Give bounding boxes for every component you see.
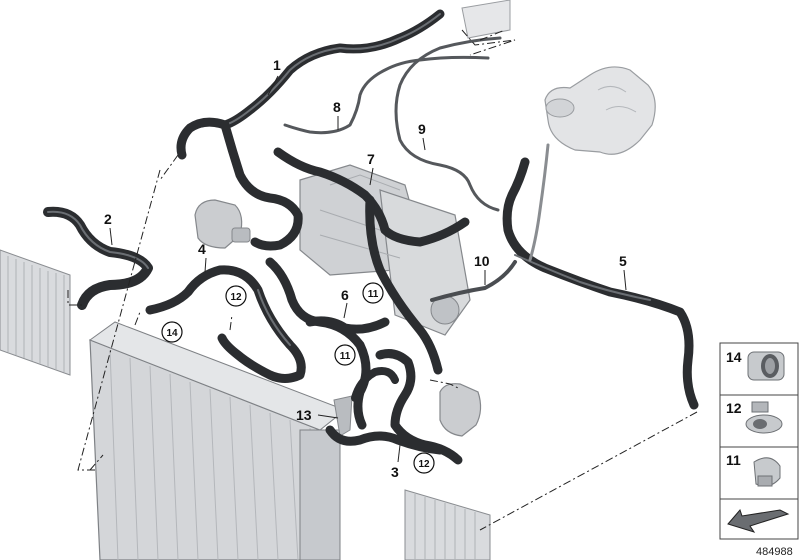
callout-3: 3 [391,464,399,480]
expansion-tank-upper [461,0,511,39]
hose-clamp-icon [753,457,781,487]
hose-6 [305,316,390,334]
circled-callout-11-lower: 11 [334,344,356,366]
callout-8: 8 [333,99,341,115]
callout-9: 9 [418,121,426,137]
callout-10: 10 [474,253,490,269]
circled-callout-14: 14 [161,321,183,343]
expansion-tank-main [544,66,656,155]
legend-label-14: 14 [726,349,742,365]
document-number: 484988 [756,546,793,558]
line-8 [283,55,490,135]
circled-callout-12-bottom: 12 [413,452,435,474]
callout-13: 13 [296,407,312,423]
circled-callout-12-left: 12 [225,285,247,307]
svg-text:12: 12 [230,292,242,303]
svg-text:11: 11 [340,351,351,362]
callout-2: 2 [104,211,112,227]
svg-text:11: 11 [368,289,379,300]
callout-4: 4 [198,241,206,257]
hose-5 [502,157,699,410]
left-auxiliary-radiator [0,249,71,376]
hose-connector-icon [747,351,785,381]
callout-1: 1 [273,57,281,73]
hose-10 [430,260,517,302]
parts-legend: 14 12 11 [719,342,799,540]
electric-coolant-pump-left [194,199,251,249]
bracket-13 [333,395,353,437]
arrow-icon [727,509,790,533]
circled-callout-11-upper: 11 [362,282,384,304]
hose-3 [325,349,463,465]
legend-label-12: 12 [726,400,742,416]
legend-label-11: 11 [726,452,741,468]
right-auxiliary-radiator [404,489,491,560]
intercooler-module [299,164,471,336]
main-radiator [88,321,346,560]
line-9 [394,36,502,212]
svg-text:12: 12 [418,459,430,470]
callout-7: 7 [367,151,375,167]
callout-6: 6 [341,287,349,303]
svg-text:14: 14 [166,328,178,339]
hose-7 [273,147,470,247]
electric-coolant-pump-right [439,383,482,437]
callout-5: 5 [619,253,627,269]
hose-clip-icon [745,401,783,434]
